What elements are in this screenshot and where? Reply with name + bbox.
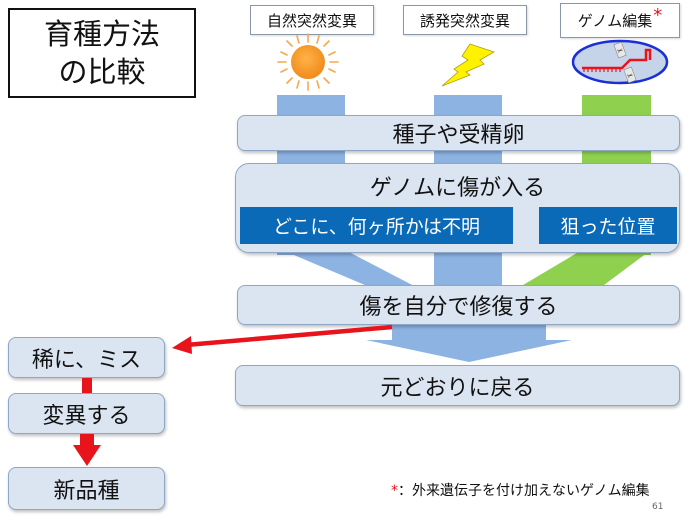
method-label-genome: ゲノム編集* <box>560 3 680 38</box>
method-label-natural: 自然突然変異 <box>250 5 374 35</box>
process-step-repair: 傷を自分で修復する <box>237 285 680 325</box>
damage-unknown-location-text: どこに、何ヶ所かは不明 <box>272 216 481 238</box>
svg-text:✂: ✂ <box>626 71 634 81</box>
footnote: *：外来遺伝子を付け加えないゲノム編集 <box>391 480 650 500</box>
genome-editing-icon: ✂ ✂ <box>571 39 669 85</box>
damage-targeted-location-text: 狙った位置 <box>560 216 656 238</box>
title-line-2: の比較 <box>58 55 146 89</box>
footnote-text: ：外来遺伝子を付け加えないゲノム編集 <box>398 483 650 499</box>
process-step-restore: 元どおりに戻る <box>235 365 680 406</box>
scissors-icon: ✂ <box>623 66 637 84</box>
mutation-step-mutate-text: 変異する <box>42 403 131 429</box>
flow-converge-right <box>518 250 651 288</box>
damage-targeted-location: 狙った位置 <box>539 207 677 244</box>
method-label-induced: 誘発突然変異 <box>403 5 527 35</box>
page-number: 61 <box>652 502 664 512</box>
damage-unknown-location: どこに、何ヶ所かは不明 <box>240 207 513 244</box>
asterisk-marker: * <box>653 5 663 26</box>
lightning-icon <box>441 43 495 87</box>
process-step-damage-text: ゲノムに傷が入る <box>369 176 546 201</box>
process-step-seed: 種子や受精卵 <box>237 115 680 151</box>
method-label-induced-text: 誘発突然変異 <box>419 11 510 30</box>
scissors-icon: ✂ <box>613 41 627 59</box>
process-step-seed-text: 種子や受精卵 <box>392 123 525 148</box>
mutation-step-new-variety-text: 新品種 <box>53 478 120 504</box>
mutation-step-rare-error: 稀に、ミス <box>8 337 165 378</box>
method-label-natural-text: 自然突然変異 <box>266 11 357 30</box>
title-line-1: 育種方法 <box>43 17 160 51</box>
process-step-restore-text: 元どおりに戻る <box>380 375 535 401</box>
flow-converge-left <box>282 250 418 288</box>
mutation-step-mutate: 変異する <box>8 393 165 434</box>
footnote-asterisk: * <box>391 483 398 499</box>
down-arrow-restore <box>366 320 572 362</box>
method-label-genome-text: ゲノム編集 <box>577 12 653 30</box>
svg-text:✂: ✂ <box>616 46 624 56</box>
mutation-step-rare-error-text: 稀に、ミス <box>31 347 142 373</box>
mutation-step-new-variety: 新品種 <box>8 467 165 510</box>
slide-title: 育種方法 の比較 <box>8 8 196 98</box>
sun-icon <box>277 33 339 91</box>
process-step-repair-text: 傷を自分で修復する <box>359 295 558 320</box>
